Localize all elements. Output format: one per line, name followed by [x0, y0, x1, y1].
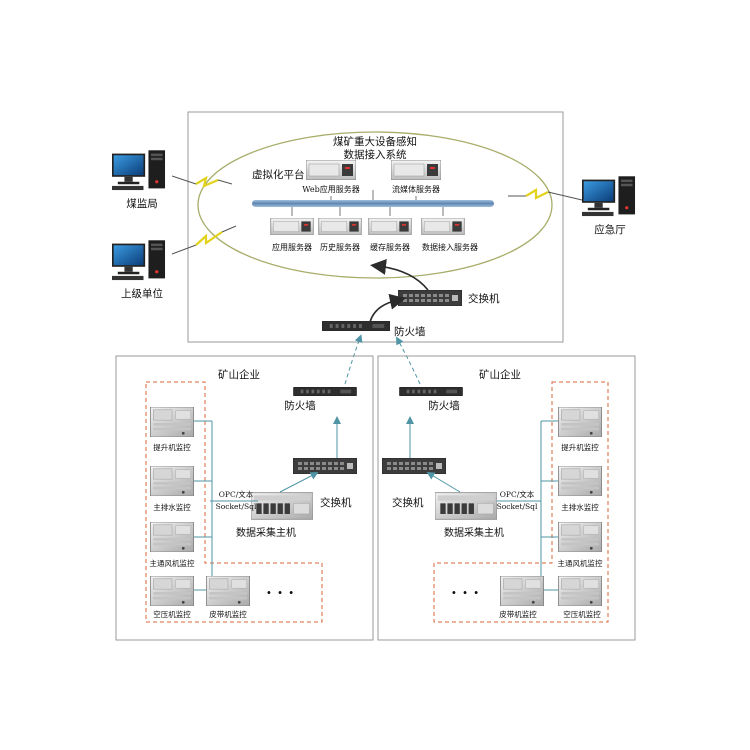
virtualization-ellipse [197, 131, 553, 279]
coal-bureau-label: 煤监局 [126, 197, 158, 210]
mine1-frame [115, 355, 374, 641]
lightning-coal-bureau [195, 175, 219, 188]
platform-firewall-icon [322, 321, 390, 331]
data-access-server-label: 数据接入服务器 [422, 242, 478, 252]
mine1-device-2-icon [150, 522, 194, 552]
mine2-device-3-label: 皮带机监控 [499, 609, 537, 619]
lightning-emergency [525, 188, 549, 200]
mine1-device-3-label: 空压机监控 [153, 609, 191, 619]
mine2-switch-icon [382, 458, 446, 474]
switch-to-platform-arrow [370, 258, 429, 291]
mine1-device-3-icon [150, 576, 194, 606]
mine2-firewall-label: 防火墙 [428, 399, 460, 412]
mine2-host-icon [435, 492, 497, 520]
web-server-label: Web应用服务器 [302, 184, 359, 194]
emergency-computer-icon [582, 176, 636, 217]
virtualization-label: 虚拟化平台 [252, 168, 305, 181]
data-access-server-icon [421, 218, 465, 235]
mine1-firewall-icon [293, 387, 357, 396]
mine2-firewall-icon [399, 387, 463, 396]
platform-firewall-label: 防火墙 [394, 325, 426, 338]
mine2-device-3-icon [500, 576, 544, 606]
mine1-host-icon [251, 492, 313, 520]
media-server-icon [391, 160, 441, 180]
emergency-label: 应急厅 [594, 223, 626, 236]
firewall-to-switch-arrow [369, 293, 406, 323]
app-server-icon [270, 218, 314, 235]
mine1-device-group [145, 381, 323, 623]
mine1-switch-label: 交换机 [320, 496, 352, 509]
mine1-protocol-line1: OPC/文本 [219, 489, 254, 499]
network-bus [252, 200, 494, 207]
mine1-device-1-label: 主排水监控 [153, 502, 191, 512]
mine2-device-1-icon [558, 466, 602, 496]
mine2-device-0-label: 提升机监控 [561, 442, 599, 452]
mine1-host-label: 数据采集主机 [236, 526, 296, 539]
platform-switch-label: 交换机 [468, 292, 500, 305]
mine2-device-0-icon [558, 407, 602, 437]
lightning-superior [195, 231, 223, 246]
mine1-device-4-icon [206, 576, 250, 606]
mine1-device-0-icon [150, 407, 194, 437]
web-server-icon [306, 160, 356, 180]
media-server-label: 流媒体服务器 [392, 184, 440, 194]
mine2-switch-label: 交换机 [392, 496, 424, 509]
superior-label: 上级单位 [121, 287, 163, 300]
mine2-device-4-icon [558, 576, 602, 606]
mine1-switch-icon [293, 458, 357, 474]
mine2-device-group [433, 381, 609, 623]
mine1-firewall-label: 防火墙 [284, 399, 316, 412]
platform-switch-icon [398, 290, 462, 306]
coal-bureau-computer-icon [112, 150, 166, 191]
mine1-uplink [344, 334, 363, 385]
mine1-device-4-label: 皮带机监控 [209, 609, 247, 619]
mine2-title: 矿山企业 [479, 368, 521, 381]
history-server-icon [318, 218, 362, 235]
mine1-protocol-line2: Socket/Sql [216, 502, 257, 511]
mine2-protocol-line1: OPC/文本 [500, 489, 535, 499]
mine2-device-2-label: 主通风机监控 [558, 558, 603, 568]
mine1-more-dots: · · · [266, 583, 294, 602]
mine2-device-1-label: 主排水监控 [561, 502, 599, 512]
mine1-title: 矿山企业 [218, 368, 260, 381]
mine2-device-4-label: 空压机监控 [563, 609, 601, 619]
cache-server-label: 缓存服务器 [370, 242, 410, 252]
history-server-label: 历史服务器 [320, 242, 360, 252]
mine2-device-2-icon [558, 522, 602, 552]
mine2-more-dots: · · · [451, 583, 479, 602]
mine1-device-1-icon [150, 466, 194, 496]
superior-computer-icon [112, 240, 166, 281]
mine2-host-label: 数据采集主机 [444, 526, 504, 539]
platform-title-line1: 煤矿重大设备感知 [333, 135, 417, 148]
mine2-frame [377, 355, 636, 641]
mine1-device-0-label: 提升机监控 [153, 442, 191, 452]
mine2-protocol-line2: Socket/Sql [497, 502, 538, 511]
platform-frame [187, 111, 564, 343]
cache-server-icon [368, 218, 412, 235]
mine1-device-2-label: 主通风机监控 [150, 558, 195, 568]
mine2-uplink [396, 336, 421, 385]
platform-title-line2: 数据接入系统 [344, 148, 407, 161]
app-server-label: 应用服务器 [272, 242, 312, 252]
